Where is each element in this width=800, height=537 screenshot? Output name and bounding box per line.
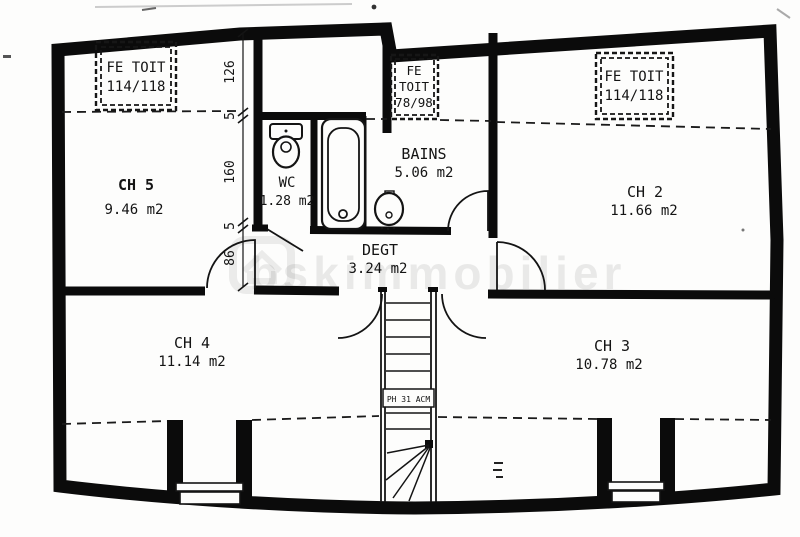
door-arc-ch2 bbox=[496, 241, 546, 291]
toilet-icon bbox=[269, 123, 303, 169]
roof-window-right: FE TOIT 114/118 bbox=[594, 51, 675, 121]
scan-artifacts bbox=[3, 3, 791, 478]
dim-126: 126 bbox=[223, 60, 238, 83]
room-label-ch2: CH 2 bbox=[627, 183, 663, 201]
stair-label-box bbox=[382, 388, 435, 408]
roof-window-middle: FE TOIT 78/98 bbox=[389, 53, 440, 121]
room-label-degt: DEGT bbox=[362, 241, 398, 259]
dormer-left bbox=[167, 420, 252, 505]
roof-window-left: FE TOIT 114/118 bbox=[94, 40, 178, 112]
room-label-ch5: CH 5 bbox=[118, 176, 154, 194]
roof-window-left-size: 114/118 bbox=[106, 79, 165, 95]
outer-walls bbox=[51, 22, 784, 515]
room-label-ch3: CH 3 bbox=[594, 337, 630, 355]
stair-winders bbox=[385, 444, 431, 502]
room-labels: CH 5 9.46 m2 WC 1.28 m2 BAINS 5.06 m2 CH… bbox=[104, 145, 677, 373]
room-area-ch4: 11.14 m2 bbox=[158, 354, 225, 370]
room-label-bains: BAINS bbox=[401, 145, 446, 163]
sink-icon bbox=[373, 190, 405, 231]
room-label-ch4: CH 4 bbox=[174, 334, 210, 352]
room-area-degt: 3.24 m2 bbox=[348, 261, 407, 277]
roof-lines bbox=[61, 110, 772, 425]
window-left bbox=[175, 482, 244, 492]
room-area-ch5: 9.46 m2 bbox=[104, 202, 163, 218]
room-area-ch3: 10.78 m2 bbox=[575, 357, 642, 373]
bathtub-icon bbox=[320, 117, 367, 231]
room-area-ch2: 11.66 m2 bbox=[610, 203, 677, 219]
door-arc-ch5 bbox=[206, 239, 256, 289]
doors bbox=[206, 190, 546, 339]
roof-window-left-label: FE TOIT bbox=[106, 60, 166, 76]
roof-window-right-size: 114/118 bbox=[604, 88, 663, 104]
dimension-chain: 126 5 160 5 86 bbox=[223, 28, 249, 292]
door-leaf-wc bbox=[266, 228, 304, 252]
stair-label: PH 31 ACM bbox=[387, 395, 431, 404]
window-right bbox=[607, 481, 665, 491]
door-arc-bains bbox=[447, 190, 489, 232]
room-area-wc: 1.28 m2 bbox=[260, 194, 315, 209]
roof-window-right-label: FE TOIT bbox=[604, 69, 664, 85]
dim-5a: 5 bbox=[223, 112, 238, 120]
roof-window-middle-label1: FE bbox=[406, 63, 421, 78]
dormer-right bbox=[597, 418, 675, 503]
staircase: PH 31 ACM bbox=[378, 287, 438, 502]
room-label-wc: WC bbox=[279, 175, 296, 191]
room-area-bains: 5.06 m2 bbox=[394, 165, 453, 181]
stair-treads bbox=[386, 302, 430, 430]
dim-5b: 5 bbox=[223, 222, 238, 230]
dim-160: 160 bbox=[223, 160, 238, 183]
dim-86: 86 bbox=[223, 250, 238, 266]
roof-window-middle-size: 78/98 bbox=[395, 95, 433, 110]
door-arc-ch4 bbox=[337, 293, 383, 339]
door-arc-ch3 bbox=[441, 293, 487, 339]
roof-window-middle-label2: TOIT bbox=[399, 79, 430, 94]
